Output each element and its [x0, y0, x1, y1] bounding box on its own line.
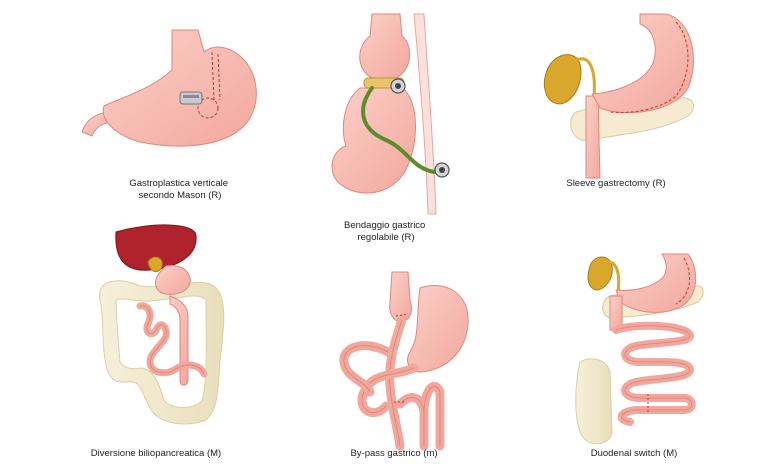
ds-colon: [575, 358, 613, 445]
vbg-staple-line: [211, 51, 215, 101]
rygb-left-loop: [339, 341, 393, 397]
sleeve-duodenum: [585, 95, 601, 179]
vbg-staple-line-2: [217, 53, 221, 101]
ds-bile-duct: [607, 260, 621, 293]
ds-small-bowel: [612, 321, 696, 426]
bpd-loops-outline: [139, 305, 205, 375]
caption-sleeve: Sleeve gastrectomy (R): [566, 178, 665, 189]
band-tube: [361, 86, 436, 174]
ds-figure: [575, 253, 704, 445]
band-figure: [331, 13, 450, 215]
sleeve-figure: [544, 13, 695, 179]
sleeve-staple-line: [609, 21, 689, 113]
bpd-colon: [99, 280, 225, 425]
ds-sleeve: [615, 253, 697, 313]
caption-ds: Duodenal switch (M): [591, 448, 678, 459]
rygb-common-channel: [395, 381, 445, 451]
band-stomach: [331, 87, 416, 194]
sleeve-stomach: [591, 13, 694, 114]
rygb-anastomosis: [394, 313, 409, 403]
bpd-liver: [115, 224, 197, 271]
caption-bpd: Diversione biliopancreatica (M): [91, 448, 221, 459]
rygb-excluded-stomach: [407, 285, 469, 373]
bpd-gallbladder: [147, 256, 163, 272]
bpd-figure: [99, 224, 225, 425]
rygb-pouch: [389, 271, 413, 323]
caption-band: Bendaggio gastrico regolabile (R): [344, 220, 428, 243]
caption-rygb: By-pass gastrico (m): [350, 448, 437, 459]
sleeve-bile-duct: [575, 57, 596, 97]
bpd-stomach: [155, 265, 191, 295]
vbg-stomach: [102, 29, 257, 147]
ds-gallbladder: [587, 256, 613, 291]
caption-vbg: Gastroplastica verticale secondo Mason (…: [129, 178, 230, 201]
sleeve-gallbladder: [544, 54, 582, 105]
vbg-figure: [81, 29, 257, 147]
vbg-window: [197, 97, 219, 119]
rygb-figure: [339, 271, 469, 451]
band-pouch: [359, 13, 411, 79]
band-abdominal-wall: [413, 13, 437, 215]
